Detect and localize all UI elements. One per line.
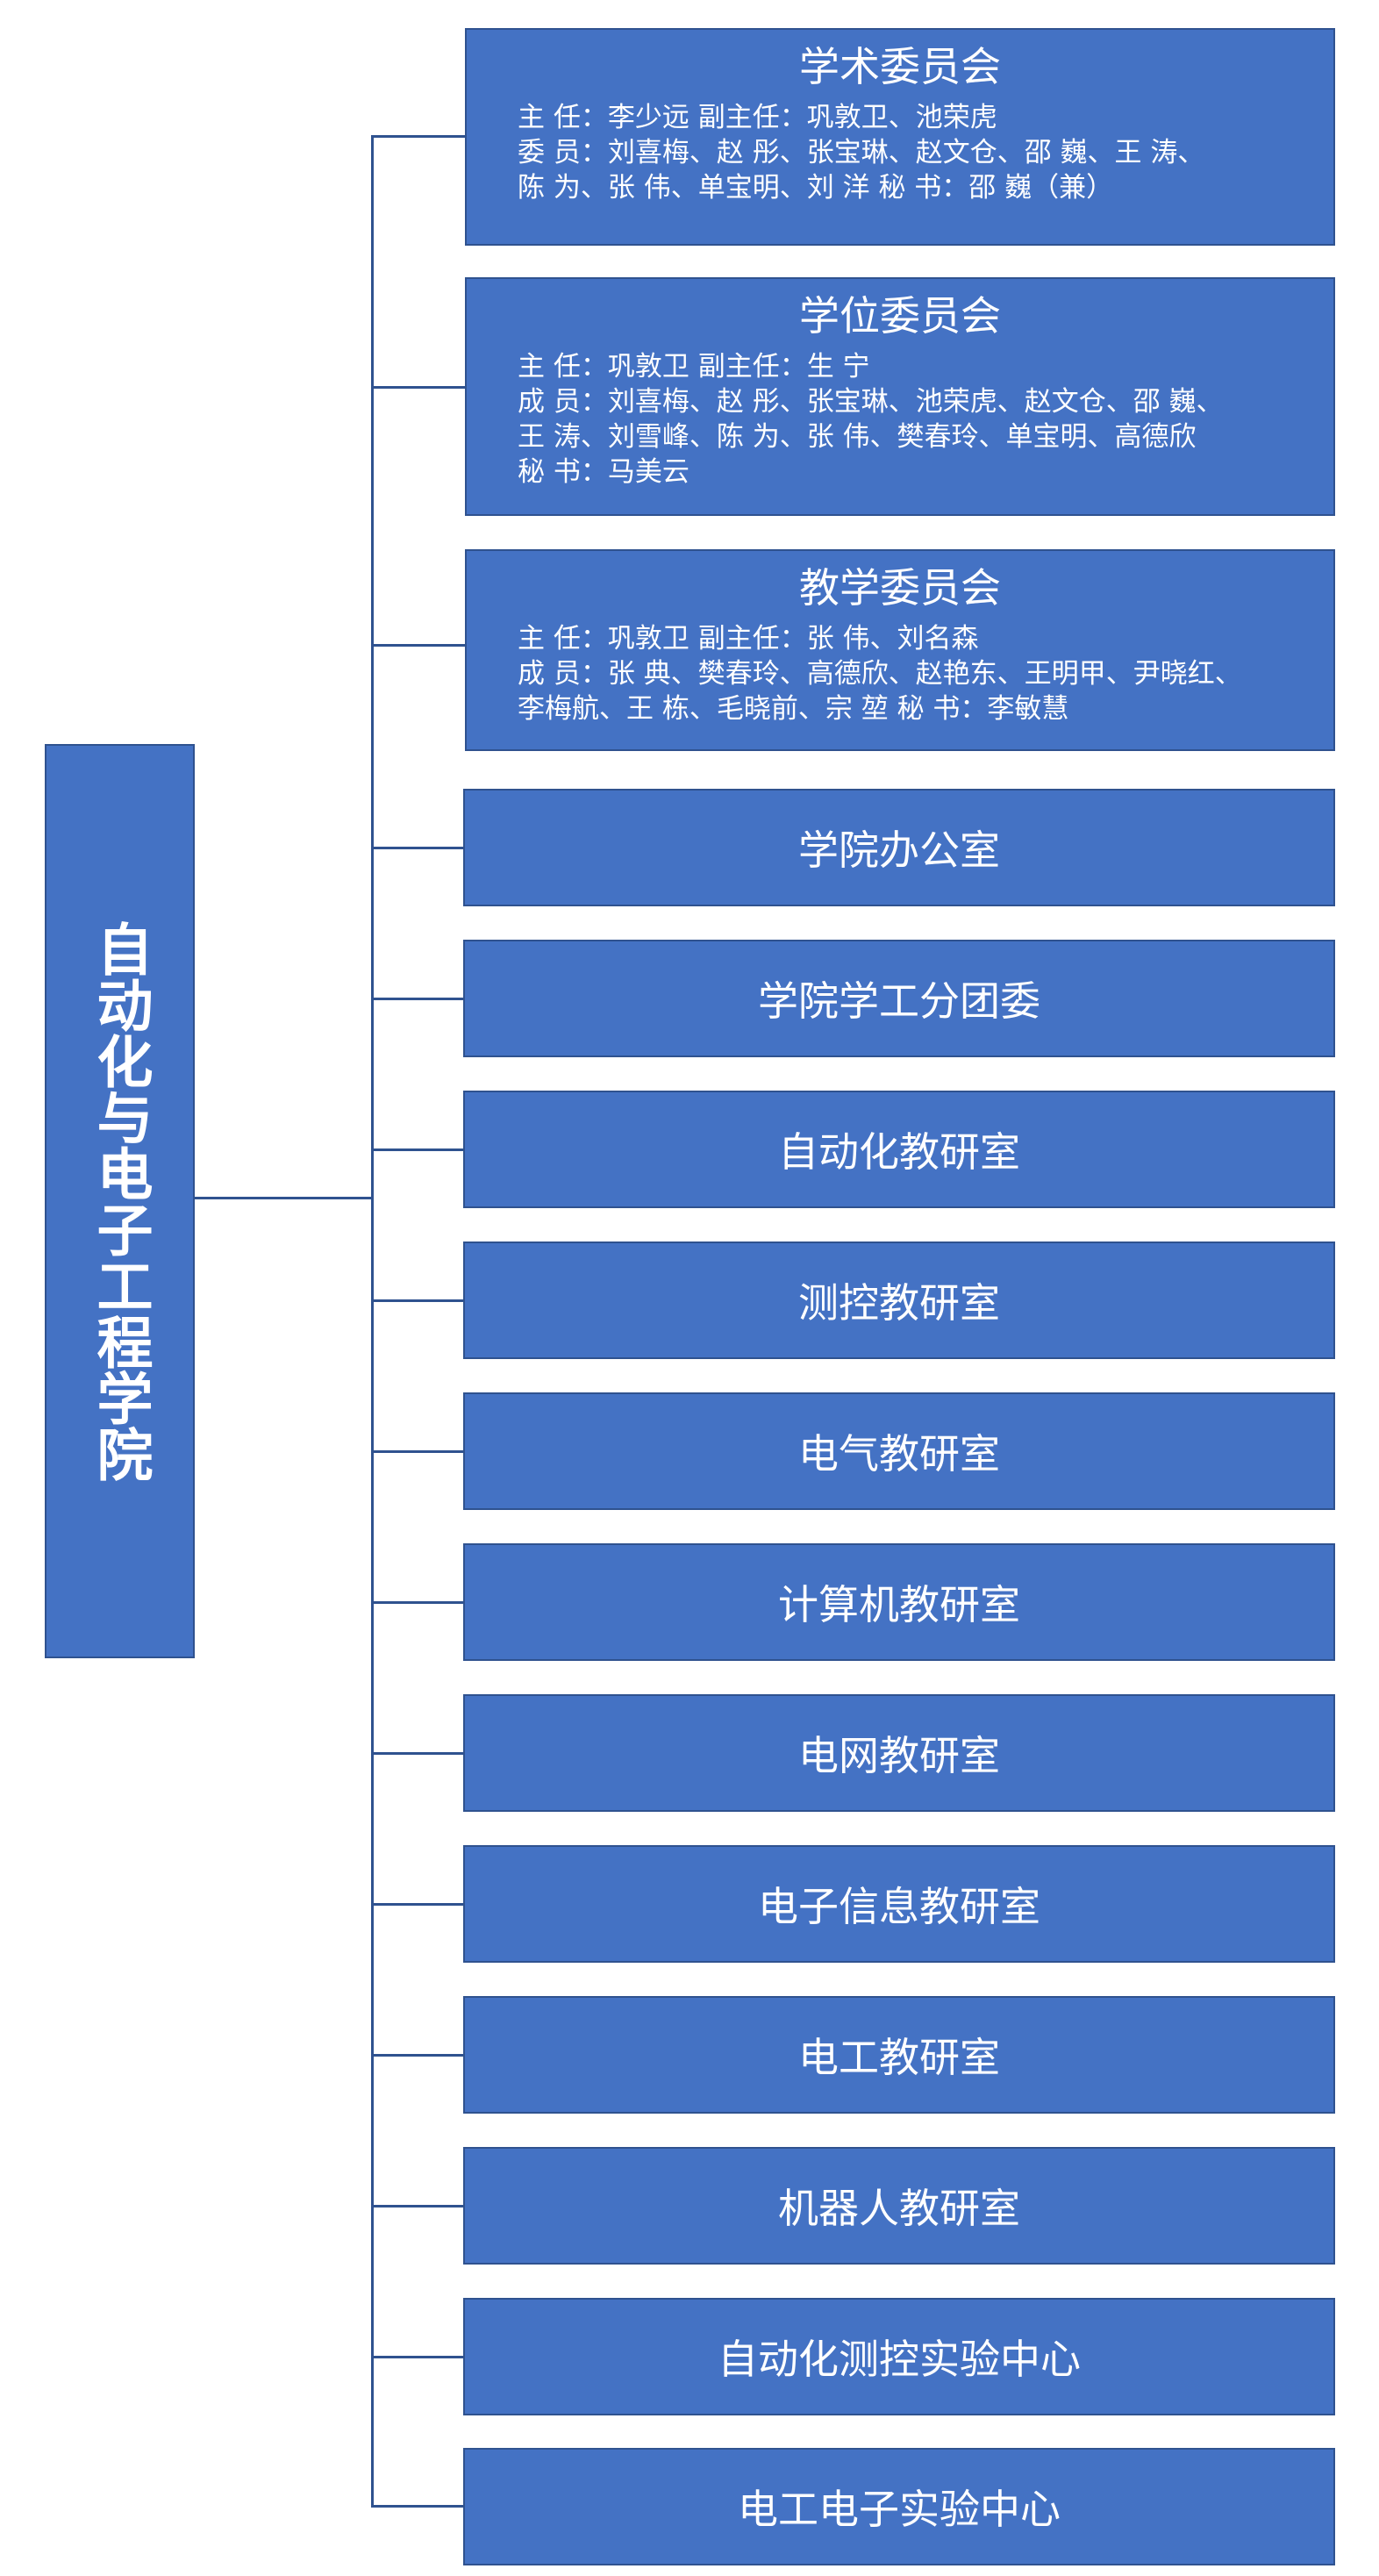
unit-box: 自动化教研室 <box>463 1091 1335 1208</box>
branch-connector <box>371 644 465 647</box>
unit-label: 测控教研室 <box>798 1279 1000 1327</box>
branch-connector <box>371 1299 465 1302</box>
branch-connector <box>371 2054 465 2057</box>
unit-label: 电工电子实验中心 <box>738 2486 1061 2533</box>
unit-box: 计算机教研室 <box>463 1543 1335 1661</box>
committee-academic: 学术委员会 主 任：李少远 副主任：巩敦卫、池荣虎 委 员：刘喜梅、赵 彤、张宝… <box>465 28 1335 246</box>
branch-connector <box>371 2205 465 2207</box>
committee-degree: 学位委员会 主 任：巩敦卫 副主任：生 宁 成 员：刘喜梅、赵 彤、张宝琳、池荣… <box>465 277 1335 516</box>
unit-label: 电气教研室 <box>798 1430 1000 1478</box>
unit-box: 自动化测控实验中心 <box>463 2298 1335 2415</box>
committee-line: 主 任：巩敦卫 副主任：生 宁 <box>518 351 870 383</box>
committee-line: 成 员：张 典、樊春玲、高德欣、赵艳东、王明甲、尹晓红、 <box>518 658 1242 690</box>
unit-label: 机器人教研室 <box>778 2185 1020 2232</box>
committee-line: 王 涛、刘雪峰、陈 为、张 伟、樊春玲、单宝明、高德欣 <box>518 421 1197 453</box>
root-connector <box>195 1197 373 1199</box>
unit-box: 学院办公室 <box>463 789 1335 906</box>
branch-connector <box>371 2505 465 2508</box>
unit-box: 电子信息教研室 <box>463 1845 1335 1963</box>
unit-box: 学院学工分团委 <box>463 940 1335 1057</box>
branch-connector <box>371 1601 465 1604</box>
committee-title: 教学委员会 <box>799 564 1001 612</box>
unit-label: 电工教研室 <box>798 2034 1000 2081</box>
committee-line: 主 任：巩敦卫 副主任：张 伟、刘名森 <box>518 623 979 655</box>
branch-connector <box>371 1903 465 1906</box>
vertical-trunk <box>371 135 374 2508</box>
root-title: 自动化与电子工程学院 <box>87 920 153 1482</box>
branch-connector <box>371 1752 465 1755</box>
unit-label: 自动化教研室 <box>778 1128 1020 1176</box>
unit-box: 电气教研室 <box>463 1392 1335 1510</box>
unit-label: 电网教研室 <box>798 1732 1000 1779</box>
unit-label: 自动化测控实验中心 <box>718 2336 1081 2383</box>
unit-box: 机器人教研室 <box>463 2147 1335 2265</box>
branch-connector <box>371 847 465 849</box>
committee-line: 主 任：李少远 副主任：巩敦卫、池荣虎 <box>518 102 997 133</box>
unit-box: 电工教研室 <box>463 1996 1335 2114</box>
committee-teaching: 教学委员会 主 任：巩敦卫 副主任：张 伟、刘名森 成 员：张 典、樊春玲、高德… <box>465 549 1335 751</box>
branch-connector <box>371 998 465 1000</box>
branch-connector <box>371 2356 465 2358</box>
root-node-college: 自动化与电子工程学院 <box>45 744 195 1658</box>
committee-line: 陈 为、张 伟、单宝明、刘 洋 秘 书：邵 巍（兼） <box>518 172 1114 204</box>
unit-label: 计算机教研室 <box>778 1581 1020 1628</box>
committee-line: 李梅航、王 栋、毛晓前、宗 堃 秘 书：李敏慧 <box>518 693 1069 725</box>
unit-box: 测控教研室 <box>463 1241 1335 1359</box>
committee-line: 委 员：刘喜梅、赵 彤、张宝琳、赵文仓、邵 巍、王 涛、 <box>518 137 1205 168</box>
unit-box: 电网教研室 <box>463 1694 1335 1812</box>
branch-connector <box>371 386 465 389</box>
unit-box: 电工电子实验中心 <box>463 2448 1335 2565</box>
unit-label: 学院办公室 <box>798 826 1000 874</box>
branch-connector <box>371 1148 465 1151</box>
committee-line: 成 员：刘喜梅、赵 彤、张宝琳、池荣虎、赵文仓、邵 巍、 <box>518 386 1224 418</box>
unit-label: 学院学工分团委 <box>758 977 1040 1025</box>
committee-line: 秘 书：马美云 <box>518 456 690 488</box>
branch-connector <box>371 1450 465 1453</box>
unit-label: 电子信息教研室 <box>758 1883 1040 1930</box>
committee-title: 学术委员会 <box>799 43 1001 90</box>
branch-connector <box>371 135 465 138</box>
committee-title: 学位委员会 <box>799 292 1001 340</box>
